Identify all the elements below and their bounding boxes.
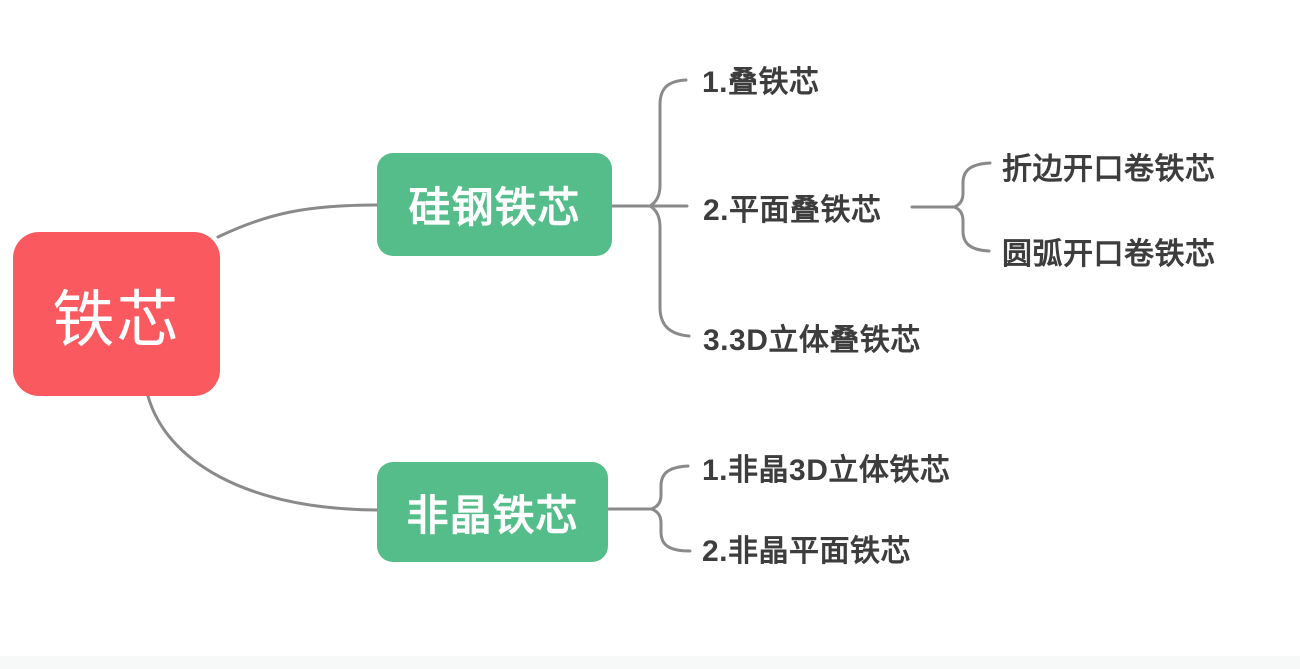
branch-node-label: 非晶铁芯	[406, 491, 579, 539]
topic-amorphous-planar-core[interactable]: 2.非晶平面铁芯	[702, 535, 912, 569]
topic-laminated-core[interactable]: 1.叠铁芯	[702, 66, 820, 100]
root-node-label: 铁芯	[52, 286, 181, 355]
bottom-edge-strip	[0, 656, 1300, 669]
brace-amorphous-children	[649, 464, 692, 553]
topic-arc-open-wound-core[interactable]: 圆弧开口卷铁芯	[1002, 238, 1216, 272]
topic-folded-open-wound-core[interactable]: 折边开口卷铁芯	[1002, 153, 1216, 187]
root-node-iron-core[interactable]: 铁芯	[13, 232, 220, 396]
connector-root-to-silicon-steel	[216, 203, 379, 239]
topic-planar-laminated-core[interactable]: 2.平面叠铁芯	[703, 194, 882, 228]
topic-3d-laminated-core[interactable]: 3.3D立体叠铁芯	[703, 324, 921, 358]
branch-node-silicon-steel-core[interactable]: 硅钢铁芯	[377, 153, 612, 256]
brace-planar-laminated-children	[952, 161, 992, 253]
brace-silicon-steel-children	[648, 78, 691, 338]
branch-node-label: 硅钢铁芯	[408, 184, 581, 231]
connector-root-to-amorphous	[146, 394, 379, 512]
topic-amorphous-3d-core[interactable]: 1.非晶3D立体铁芯	[702, 454, 951, 488]
branch-node-amorphous-core[interactable]: 非晶铁芯	[377, 462, 608, 562]
